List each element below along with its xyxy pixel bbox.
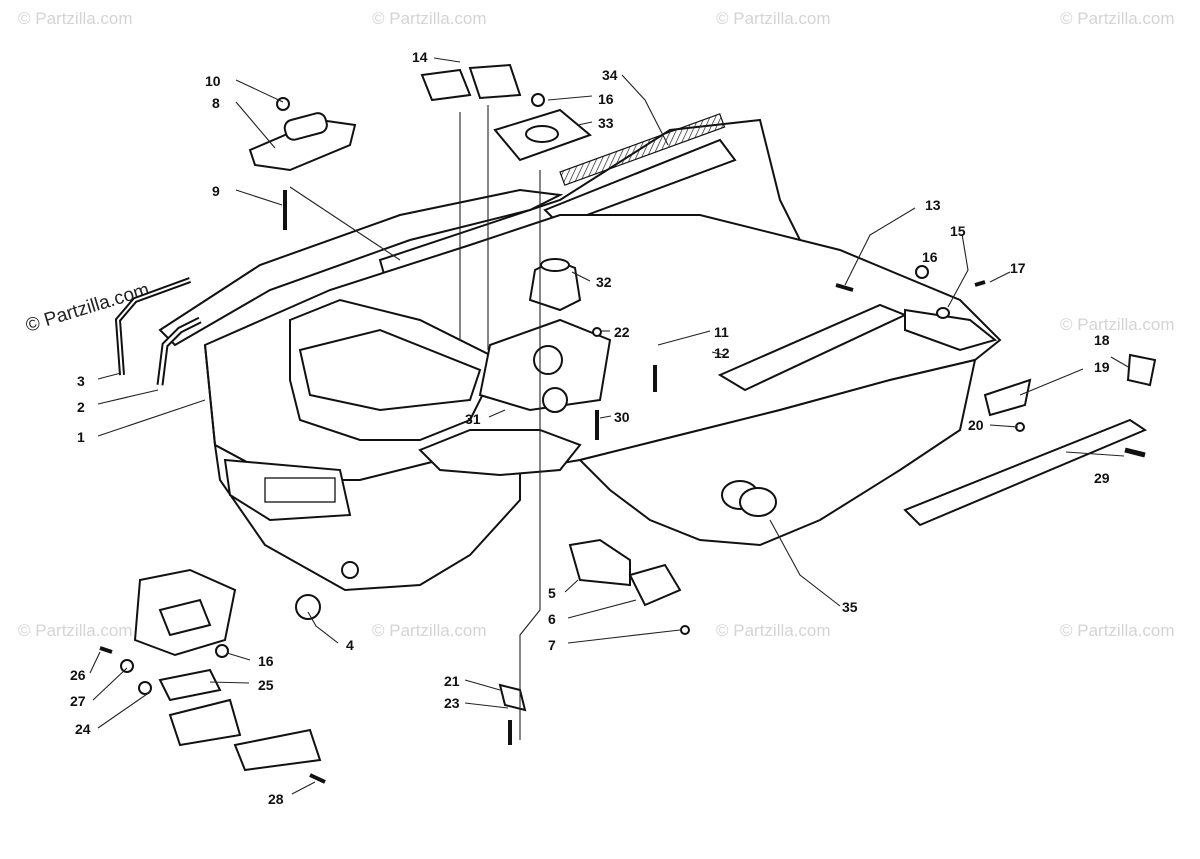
decal-plates <box>420 63 522 102</box>
callout-16: 16 <box>922 249 938 265</box>
callout-17: 17 <box>1010 260 1026 276</box>
callout-8: 8 <box>212 95 220 111</box>
callout-28: 28 <box>268 791 284 807</box>
callout-25: 25 <box>258 677 274 693</box>
callout-31: 31 <box>465 411 481 427</box>
callout-20: 20 <box>968 417 984 433</box>
callout-35: 35 <box>842 599 858 615</box>
callout-33: 33 <box>598 115 614 131</box>
callout-24: 24 <box>75 721 91 737</box>
callout-27: 27 <box>70 693 86 709</box>
callout-19: 19 <box>1094 359 1110 375</box>
watermark-faint: © Partzilla.com <box>716 621 831 640</box>
callout-11: 11 <box>714 324 729 340</box>
callout-6: 6 <box>548 611 556 627</box>
callout-18: 18 <box>1094 332 1110 348</box>
callout-4: 4 <box>346 637 354 653</box>
lower-left-assembly <box>99 568 326 784</box>
callout-10: 10 <box>205 73 221 89</box>
callout-16: 16 <box>258 653 274 669</box>
grommet <box>295 594 321 620</box>
watermark-faint: © Partzilla.com <box>1060 621 1175 640</box>
callout-9: 9 <box>212 183 220 199</box>
callout-1: 1 <box>77 429 85 445</box>
belly-pan-body <box>158 113 1002 592</box>
callout-26: 26 <box>70 667 86 683</box>
callout-22: 22 <box>614 324 630 340</box>
watermark-faint: © Partzilla.com <box>372 621 487 640</box>
callout-2: 2 <box>77 399 85 415</box>
callout-29: 29 <box>1094 470 1110 486</box>
callout-3: 3 <box>77 373 85 389</box>
watermark-faint: © Partzilla.com <box>18 9 133 28</box>
watermark-faint: © Partzilla.com <box>1060 315 1175 334</box>
callout-30: 30 <box>614 409 630 425</box>
callout-16: 16 <box>598 91 614 107</box>
callout-labels: 10 8 9 3 2 1 4 14 16 33 34 32 22 11 12 3… <box>70 49 1110 807</box>
leader-lines <box>89 57 1131 795</box>
nut <box>531 93 545 107</box>
callout-12: 12 <box>714 345 730 361</box>
callout-15: 15 <box>950 223 966 239</box>
callout-32: 32 <box>596 274 612 290</box>
callout-34: 34 <box>602 67 618 83</box>
watermark-faint: © Partzilla.com <box>1060 9 1175 28</box>
callout-5: 5 <box>548 585 556 601</box>
callout-14: 14 <box>412 49 428 65</box>
watermark-faint: © Partzilla.com <box>372 9 487 28</box>
callout-23: 23 <box>444 695 460 711</box>
watermark-faint-group: © Partzilla.com © Partzilla.com © Partzi… <box>18 9 1175 640</box>
watermark-faint: © Partzilla.com <box>716 9 831 28</box>
watermark-main: © Partzilla.com <box>23 279 152 337</box>
clip <box>1126 353 1157 387</box>
watermark-faint: © Partzilla.com <box>18 621 133 640</box>
callout-7: 7 <box>548 637 556 653</box>
callout-13: 13 <box>925 197 941 213</box>
pivot-bracket <box>248 97 357 172</box>
callout-21: 21 <box>444 673 460 689</box>
